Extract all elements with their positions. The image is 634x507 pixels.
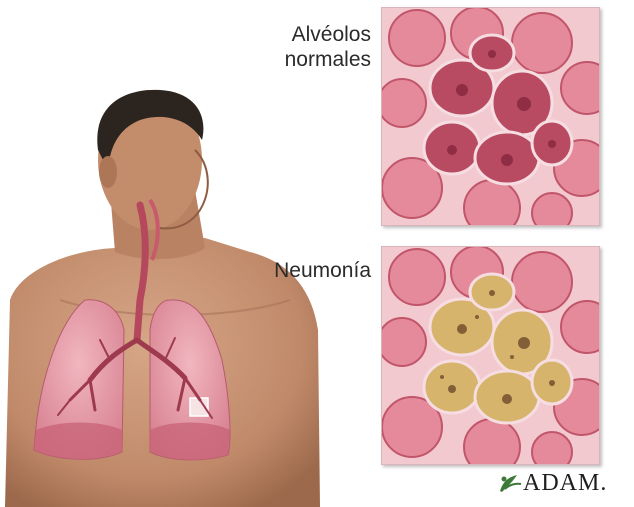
ear bbox=[99, 156, 117, 188]
pneumonia-label: Neumonía bbox=[231, 258, 371, 283]
normal-alveoli-illustration bbox=[382, 8, 599, 225]
adam-logo: ADAM. bbox=[497, 466, 627, 500]
logo-text: ADAM. bbox=[523, 470, 607, 497]
pneumonia-alveoli-panel bbox=[381, 246, 600, 465]
leaf-flourish-icon bbox=[497, 471, 523, 495]
normal-alveoli-panel bbox=[381, 7, 600, 226]
normal-label-line2: normales bbox=[231, 47, 371, 72]
normal-alveoli-label: Alvéolos normales bbox=[231, 22, 371, 72]
normal-label-line1: Alvéolos bbox=[231, 22, 371, 47]
pneumonia-alveoli-illustration bbox=[382, 247, 599, 464]
